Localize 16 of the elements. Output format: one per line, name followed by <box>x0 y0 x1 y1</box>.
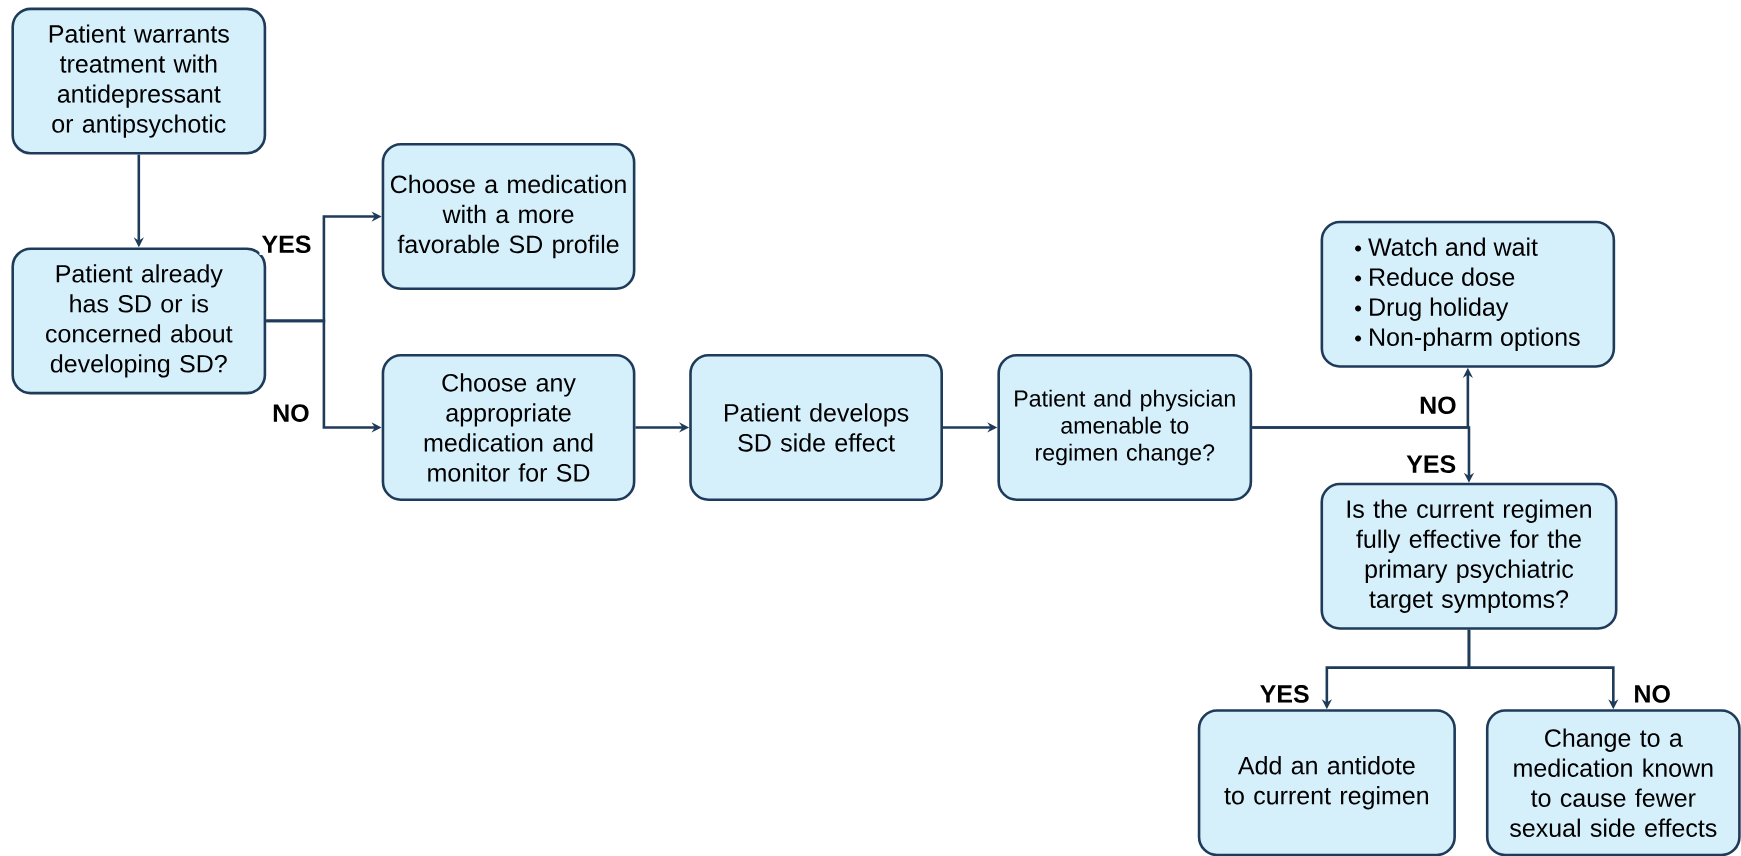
process-box: Is the current regimen fully effective for the primary psychiatric target symptoms? <box>1320 482 1618 630</box>
edge-label: YES <box>259 233 314 256</box>
process-box: Patient develops SD side effect <box>689 353 943 501</box>
edge-label: NO <box>1417 394 1459 417</box>
edge-label: YES <box>1257 683 1312 705</box>
process-box: Choose a medication with a more favorable SD profile <box>381 143 636 290</box>
process-box: Change to a medication known to cause fewer sexual side effects <box>1485 709 1741 856</box>
process-box: Add an antidote to current regimen <box>1197 709 1456 856</box>
process-box: Watch and wait Reduce dose Drug holiday Non-pharm options <box>1320 220 1616 368</box>
edge-label: NO <box>1631 683 1673 705</box>
process-box: Patient warrants treatment with antidepressant or antipsychotic <box>11 7 267 155</box>
edge-label: YES <box>1404 453 1459 475</box>
process-box: Patient already has SD or is concerned about developing SD? <box>11 247 267 395</box>
process-box: Choose any appropriate medication and monitor for SD <box>381 353 636 501</box>
process-box: Patient and physician amenable to regimen change? <box>997 353 1253 501</box>
edge-label: NO <box>270 402 312 424</box>
